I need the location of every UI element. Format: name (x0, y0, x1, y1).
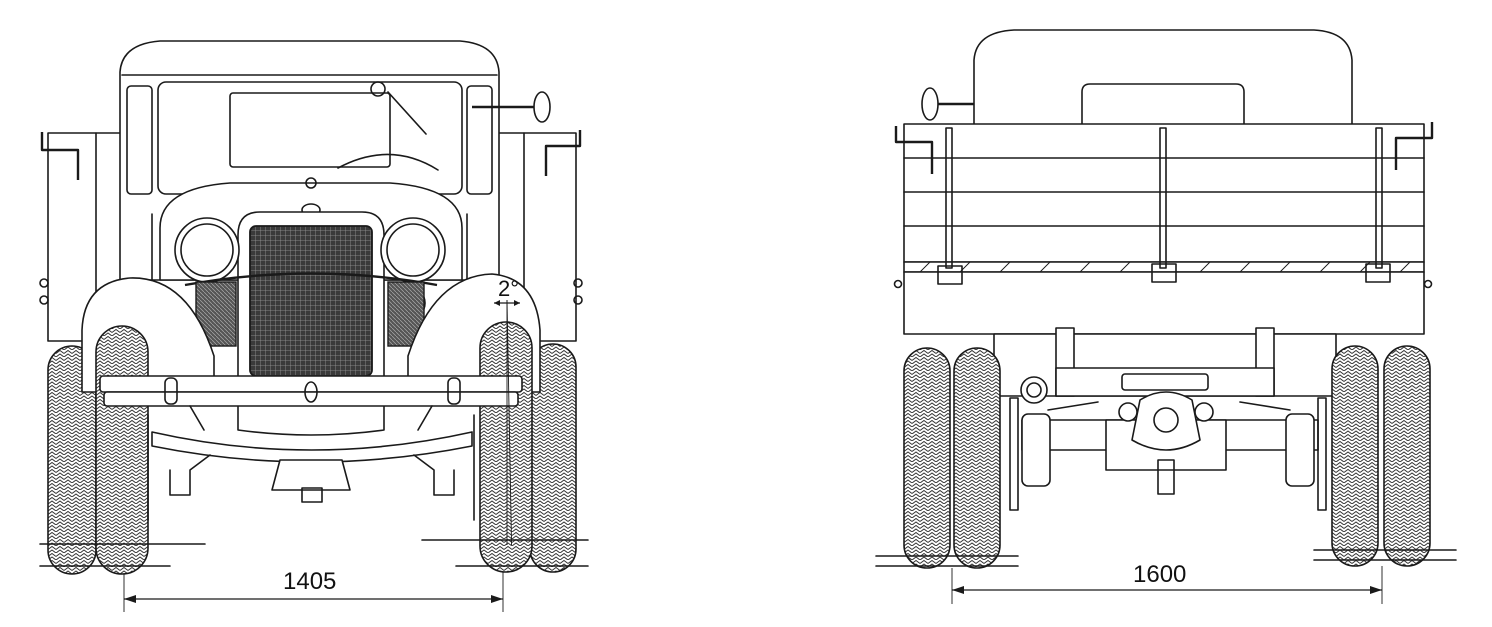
rear-cab (921, 29, 1353, 129)
rear-ground-lines (875, 549, 1457, 567)
front-track-dimension: 1405 (123, 568, 504, 612)
front-ground-lines (39, 539, 589, 567)
camber-indicator: 2° (494, 276, 520, 545)
cargo-bed (893, 122, 1434, 335)
rear-track-dimension: 1600 (951, 561, 1383, 604)
front-view: 2° 1405 (39, 40, 589, 612)
rear-axle (1009, 391, 1327, 511)
front-track-value: 1405 (283, 568, 336, 595)
front-axle (147, 405, 475, 521)
rear-tires (903, 345, 1431, 569)
rear-view: 1600 (875, 29, 1457, 604)
camber-angle-label: 2° (498, 276, 519, 301)
rear-track-value: 1600 (1133, 561, 1186, 588)
front-bumper (99, 375, 523, 407)
front-outer-tires (47, 343, 577, 575)
